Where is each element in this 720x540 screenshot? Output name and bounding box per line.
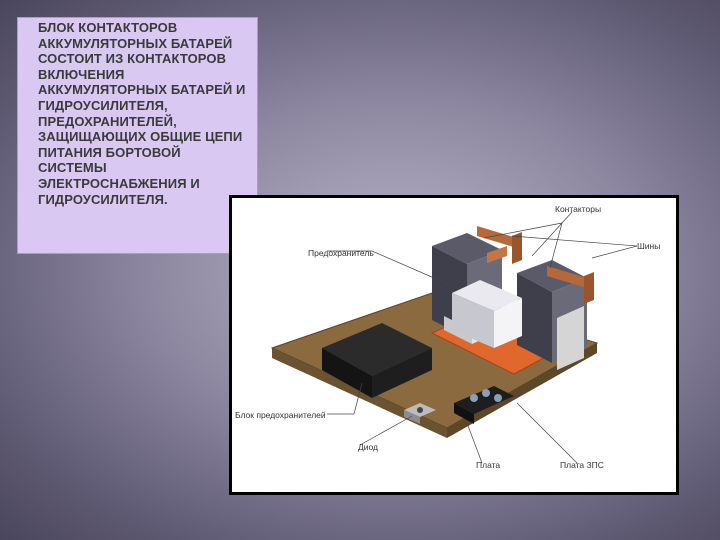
fuse-body xyxy=(452,280,522,348)
label-fuse: Предохранитель xyxy=(308,248,374,258)
terminal-block xyxy=(454,386,514,424)
label-fuse-block: Блок предохранителей xyxy=(235,410,326,420)
busbars xyxy=(477,226,594,304)
contactor-block-figure: Контакторы Предохранитель Шины Блок пред… xyxy=(229,195,679,495)
description-text: БЛОК КОНТАКТОРОВ АККУМУЛЯТОРНЫХ БАТАРЕЙ … xyxy=(38,20,246,207)
diode xyxy=(404,403,436,424)
label-diode: Диод xyxy=(358,442,379,452)
label-busbars: Шины xyxy=(637,241,661,251)
description-text-box: БЛОК КОНТАКТОРОВ АККУМУЛЯТОРНЫХ БАТАРЕЙ … xyxy=(17,17,258,254)
label-board: Плата xyxy=(476,460,501,470)
contactor-block-illustration xyxy=(270,211,638,464)
leader-lines xyxy=(327,211,638,464)
fuse-block xyxy=(322,323,432,398)
label-contactors: Контакторы xyxy=(555,204,602,214)
label-board-zps: Плата ЗПС xyxy=(560,460,604,470)
figure-canvas: Контакторы Предохранитель Шины Блок пред… xyxy=(232,198,676,492)
